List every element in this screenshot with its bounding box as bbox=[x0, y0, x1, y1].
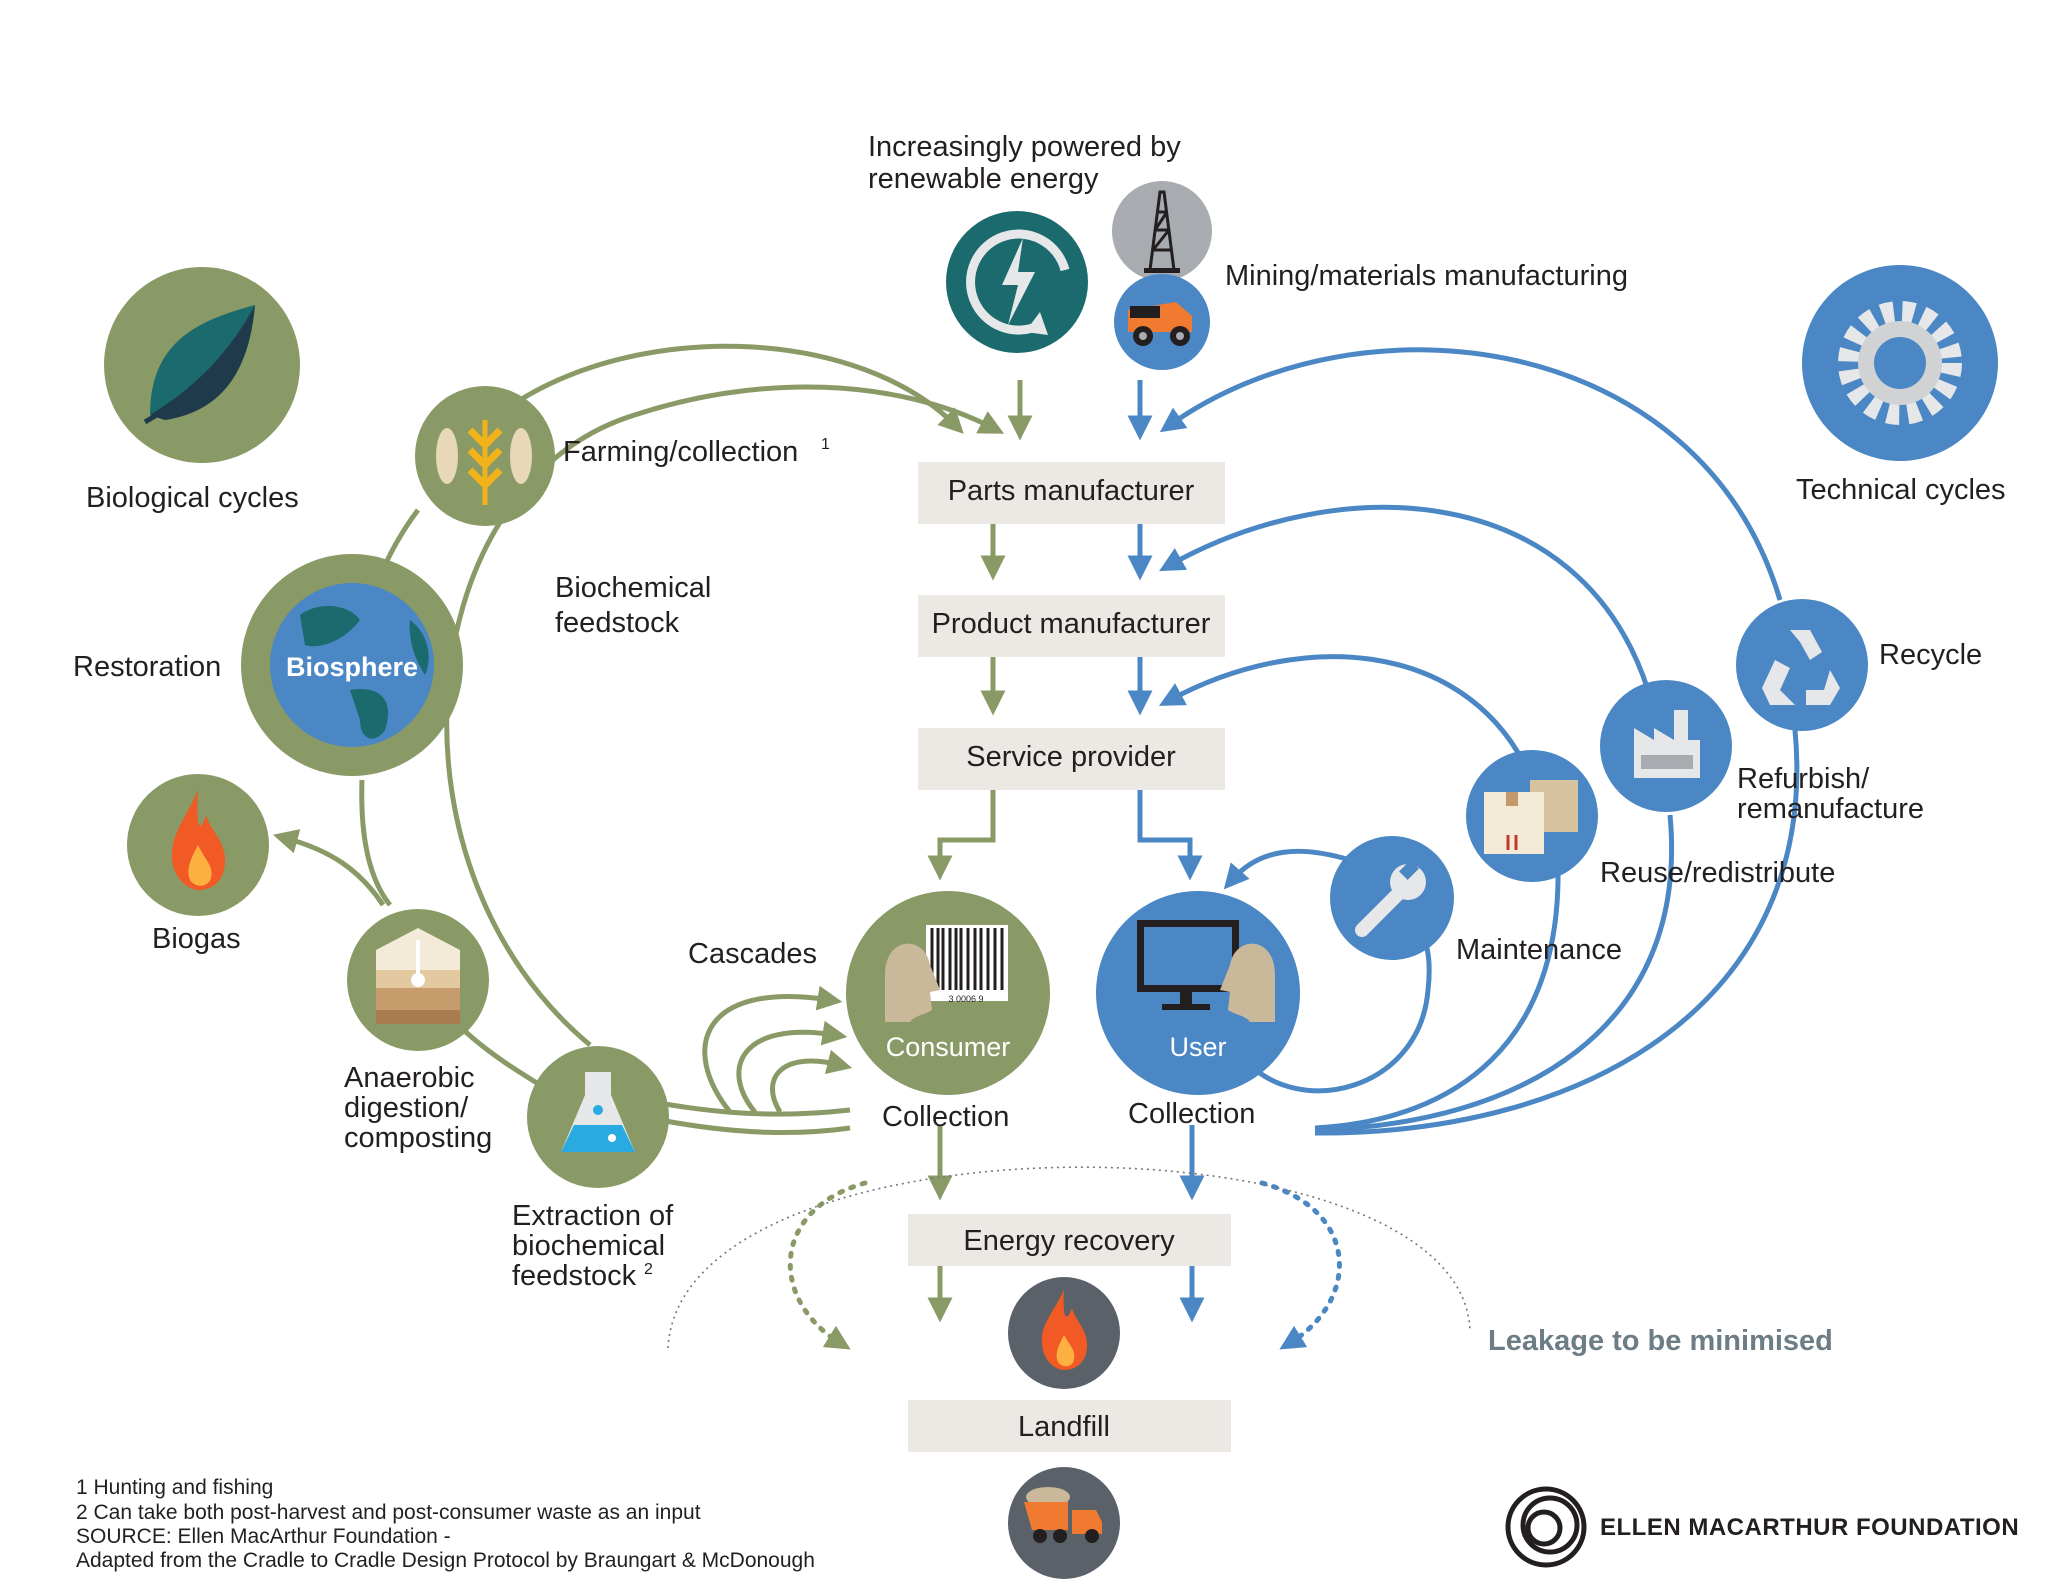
emf-logo-icon bbox=[1505, 1486, 1587, 1568]
footnote-source: SOURCE: Ellen MacArthur Foundation - bbox=[76, 1525, 451, 1548]
consumer-label: Consumer bbox=[886, 1032, 1011, 1062]
flow-boxes: Parts manufacturer Product manufacturer … bbox=[908, 462, 1231, 1452]
biogas-arrow bbox=[272, 829, 386, 907]
mining-label: Mining/materials manufacturing bbox=[1225, 260, 1628, 292]
reuse-label: Reuse/redistribute bbox=[1600, 857, 1835, 889]
barcode-digits: 3 0006 9 bbox=[948, 994, 983, 1004]
mining-truck-icon bbox=[1114, 274, 1210, 370]
leak-dotted-g bbox=[787, 1180, 868, 1350]
footnote-2: 2 Can take both post-harvest and post-co… bbox=[76, 1501, 701, 1524]
landfill-box bbox=[908, 1400, 1231, 1452]
extraction-line2: biochemical bbox=[512, 1230, 665, 1262]
wrench-icon bbox=[1330, 836, 1454, 960]
boxes-icon bbox=[1466, 750, 1598, 882]
service-box bbox=[918, 728, 1225, 790]
collection-to-reuse bbox=[1314, 869, 1561, 1131]
oil-rig-icon bbox=[1112, 181, 1212, 281]
flame-icon bbox=[127, 774, 269, 916]
reuse-to-service bbox=[1158, 654, 1528, 767]
cascade-3 bbox=[770, 1049, 853, 1114]
refurbish-line1: Refurbish/ bbox=[1737, 763, 1870, 795]
wheat-fish-icon bbox=[415, 386, 555, 526]
globe-icon bbox=[241, 554, 463, 776]
parts-label: Parts manufacturer bbox=[948, 475, 1195, 507]
biological-flows bbox=[272, 343, 1033, 1350]
extraction-line bbox=[659, 1117, 851, 1136]
farming-footnote-mark: 1 bbox=[821, 436, 830, 453]
extraction-line3: feedstock bbox=[512, 1260, 637, 1292]
leak-dotted-b bbox=[1259, 1180, 1342, 1350]
leaf-icon bbox=[104, 267, 300, 463]
leakage-dome bbox=[667, 1166, 1471, 1349]
collection-to-recycle bbox=[1314, 729, 1800, 1136]
cascade-2 bbox=[736, 1020, 848, 1114]
arrow-service-user-b bbox=[1137, 790, 1203, 881]
technical-title: Technical cycles bbox=[1796, 474, 2006, 506]
footnote-adapted: Adapted from the Cradle to Cradle Design… bbox=[76, 1549, 815, 1572]
collection-to-refurbish bbox=[1314, 814, 1674, 1133]
computer-icon bbox=[1137, 920, 1239, 1010]
maintenance-to-user bbox=[1223, 848, 1351, 890]
energy-box bbox=[908, 1214, 1231, 1266]
extraction-line1: Extraction of bbox=[512, 1200, 674, 1232]
leakage-label: Leakage to be minimised bbox=[1488, 1325, 1833, 1357]
recycle-icon bbox=[1736, 599, 1868, 731]
renewable-energy-icon bbox=[946, 211, 1088, 353]
soil-icon bbox=[347, 909, 489, 1051]
parts-box bbox=[918, 462, 1225, 524]
consumer-head-icon bbox=[885, 943, 940, 1022]
flask-icon bbox=[527, 1046, 669, 1188]
biochemical-line1: Biochemical bbox=[555, 572, 711, 604]
renewable-line2: renewable energy bbox=[868, 163, 1099, 195]
energy-label: Energy recovery bbox=[963, 1225, 1175, 1257]
user-head-icon bbox=[1220, 943, 1275, 1022]
biogas-label: Biogas bbox=[152, 923, 241, 955]
service-label: Service provider bbox=[966, 741, 1176, 773]
refurbish-line2: remanufacture bbox=[1737, 793, 1924, 825]
maintenance-label: Maintenance bbox=[1456, 934, 1622, 966]
farming-label: Farming/collection bbox=[563, 436, 798, 468]
dump-truck-icon bbox=[1008, 1467, 1120, 1579]
technical-flows bbox=[1127, 347, 1800, 1350]
recycle-to-parts bbox=[1159, 347, 1783, 601]
product-box bbox=[918, 595, 1225, 657]
barcode-icon: 3 0006 9 bbox=[926, 925, 1008, 1004]
user-circle bbox=[1096, 891, 1300, 1095]
cascade-1 bbox=[702, 985, 843, 1114]
biochemical-line2: feedstock bbox=[555, 607, 680, 639]
anaerobic-line3: composting bbox=[344, 1122, 492, 1154]
gear-icon bbox=[1802, 265, 1998, 461]
refurbish-to-product bbox=[1159, 504, 1651, 691]
brand-name: ELLEN MACARTHUR FOUNDATION bbox=[1600, 1514, 2019, 1541]
recycle-label: Recycle bbox=[1879, 639, 1982, 671]
biological-title: Biological cycles bbox=[86, 482, 299, 514]
anaerobic-line2: digestion/ bbox=[344, 1092, 469, 1124]
cascades-label: Cascades bbox=[688, 938, 817, 970]
extraction-footnote-mark: 2 bbox=[644, 1261, 653, 1278]
biosphere-label: Biosphere bbox=[286, 652, 418, 682]
bio-collection-label: Collection bbox=[882, 1101, 1009, 1133]
arrow-service-consumer-g bbox=[927, 790, 996, 881]
renewable-line1: Increasingly powered by bbox=[868, 131, 1181, 163]
flame-icon bbox=[1008, 1277, 1120, 1389]
product-label: Product manufacturer bbox=[932, 608, 1211, 640]
restoration-label: Restoration bbox=[73, 651, 221, 683]
user-label: User bbox=[1169, 1032, 1226, 1062]
tech-collection-label: Collection bbox=[1128, 1098, 1255, 1130]
footnotes: 1 Hunting and fishing 2 Can take both po… bbox=[76, 1476, 815, 1572]
factory-icon bbox=[1600, 680, 1732, 812]
anaerobic-line1: Anaerobic bbox=[344, 1062, 475, 1094]
consumer-circle: 3 0006 9 bbox=[846, 891, 1050, 1095]
footnote-1: 1 Hunting and fishing bbox=[76, 1476, 273, 1499]
farming-arrow bbox=[518, 343, 964, 434]
landfill-label: Landfill bbox=[1018, 1411, 1110, 1443]
